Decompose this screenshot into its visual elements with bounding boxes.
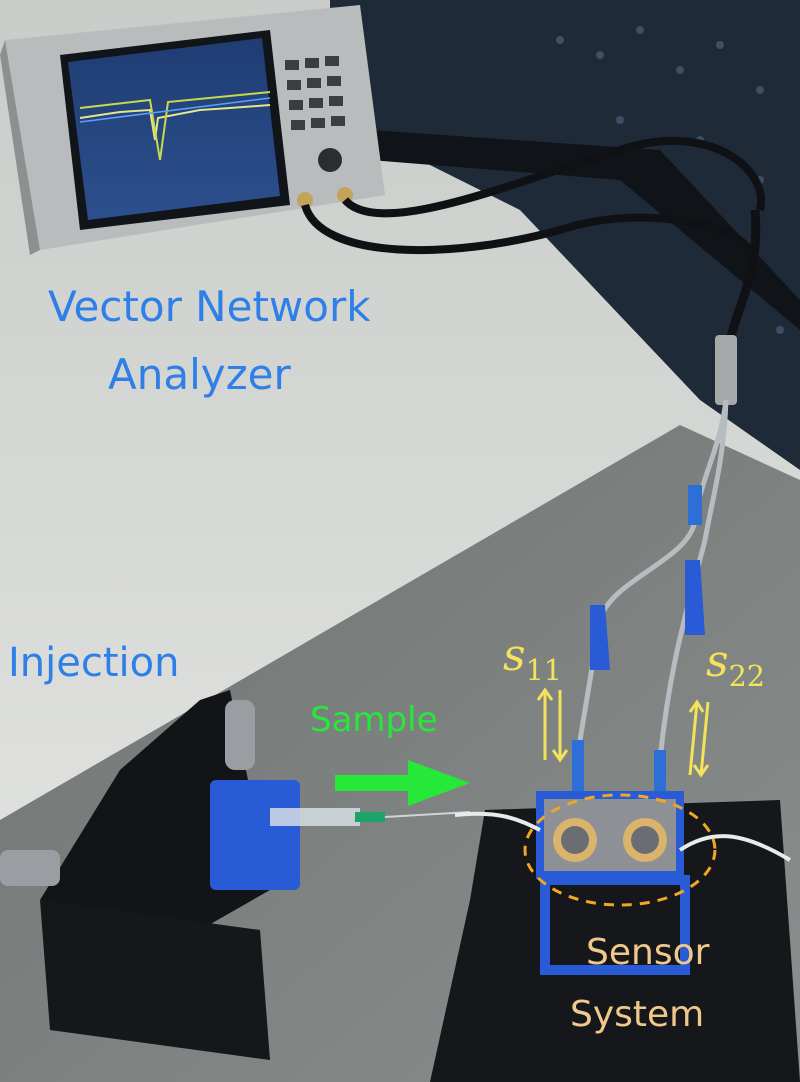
sensor-highlight-ellipse xyxy=(523,793,717,907)
s11-label: s11 xyxy=(503,630,562,687)
s11-base: s xyxy=(503,630,526,681)
vna-label-line2: Analyzer xyxy=(108,350,291,399)
sensor-label-line2: System xyxy=(570,994,705,1035)
micrometer xyxy=(0,850,60,886)
syringe xyxy=(270,808,360,826)
vna-label-line1: Vector Network xyxy=(48,282,371,331)
vna-screen xyxy=(68,38,280,220)
s22-label: s22 xyxy=(706,636,765,693)
sensor-label-line1: Sensor xyxy=(586,932,710,973)
s22-subscript: 22 xyxy=(728,659,765,693)
pegboard-wall xyxy=(330,0,800,470)
s22-base: s xyxy=(706,636,729,687)
injection-label: Injection xyxy=(8,640,180,686)
arrows-up-down-icon xyxy=(688,699,710,778)
vector-network-analyzer xyxy=(0,5,385,255)
cable-connector xyxy=(715,335,737,405)
arrow-right-icon xyxy=(335,760,470,806)
arrows-up-down-icon xyxy=(536,687,569,763)
sample-label: Sample xyxy=(310,700,438,740)
s11-subscript: 11 xyxy=(525,653,562,687)
